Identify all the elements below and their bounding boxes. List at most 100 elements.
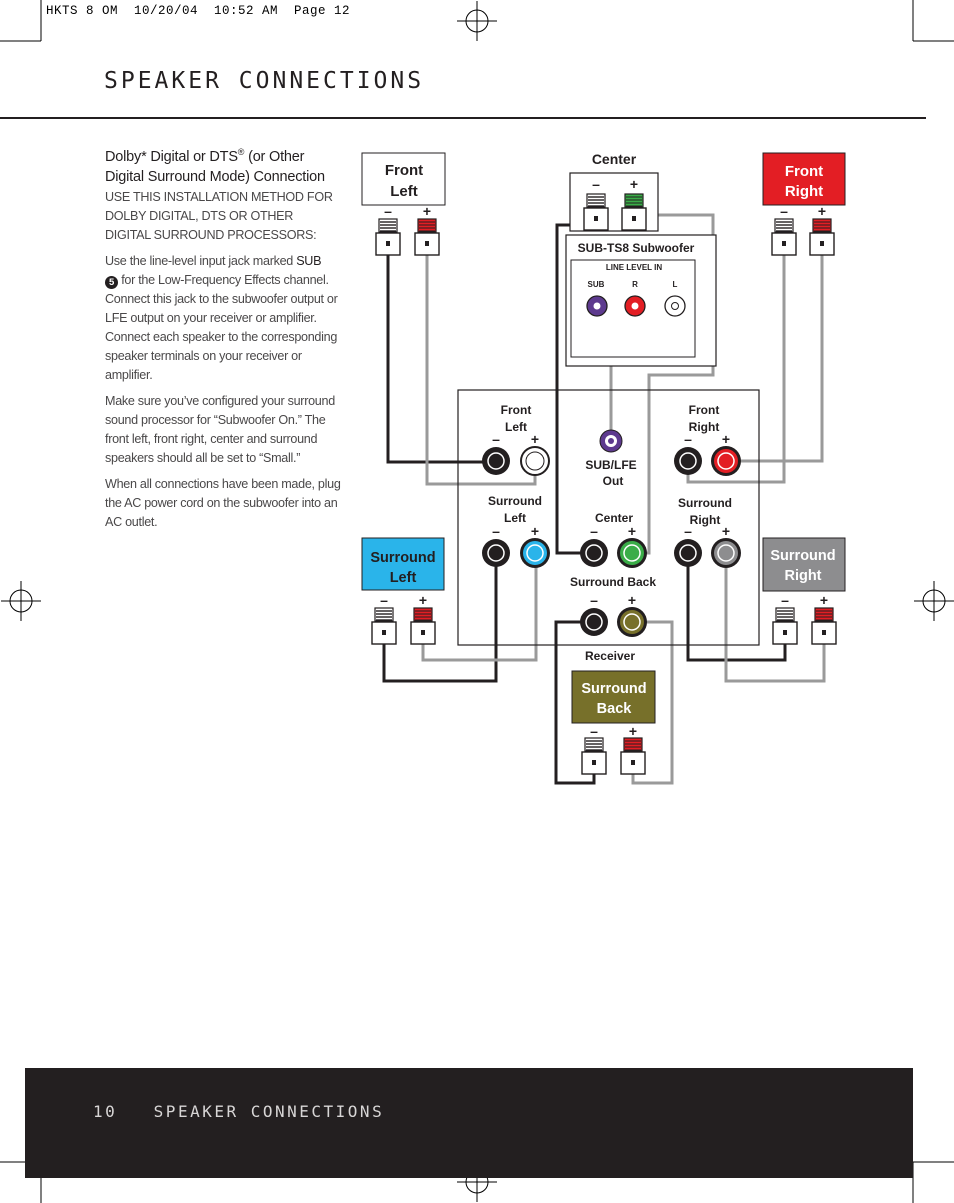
l-jack-label: L (673, 280, 678, 289)
front-right-positive-terminal (809, 218, 835, 256)
line-level-in-label: LINE LEVEL IN (606, 263, 663, 272)
r-jack-label: R (632, 280, 638, 289)
svg-text:+: + (820, 592, 828, 608)
registration-mark-left (0, 580, 42, 622)
svg-text:–: – (780, 203, 788, 219)
svg-text:+: + (630, 176, 638, 192)
receiver-surround-right-positive-jack (711, 538, 741, 568)
center-positive-terminal (621, 193, 647, 231)
footer-section: SPEAKER CONNECTIONS (153, 1102, 385, 1121)
receiver-center-negative-jack (580, 539, 608, 567)
page-number: 10 (93, 1102, 118, 1121)
surround-back-label-line2: Back (597, 701, 633, 717)
receiver-surround-left-negative-jack (482, 539, 510, 567)
svg-text:–: – (684, 431, 692, 447)
registered-mark: ® (237, 147, 245, 157)
surround-back-speaker-box (571, 670, 656, 724)
registration-mark-top (456, 0, 498, 42)
svg-text:–: – (492, 523, 500, 539)
footer-text: 10 SPEAKER CONNECTIONS (93, 1102, 384, 1121)
svg-text:–: – (384, 203, 392, 219)
svg-text:+: + (628, 592, 636, 608)
svg-text:–: – (781, 592, 789, 608)
svg-text:–: – (380, 592, 388, 608)
svg-text:–: – (590, 523, 598, 539)
section-heading: Dolby* Digital or DTS® (or Other Digital… (105, 147, 325, 185)
registration-mark-right (913, 580, 954, 622)
power-paragraph: When all connections have been made, plu… (105, 476, 341, 529)
front-right-speaker-box (762, 152, 846, 206)
svg-text:+: + (722, 431, 730, 447)
receiver-front-left-positive-jack (520, 446, 550, 476)
receiver-surround-back-negative-jack (580, 608, 608, 636)
speaker-wires (382, 213, 826, 785)
receiver-front-left-label-line2: Left (505, 420, 527, 434)
surround-left-label-line2: Left (390, 570, 417, 586)
front-right-label-line1: Front (785, 163, 823, 180)
receiver-front-left-negative-jack (482, 447, 510, 475)
intro-paragraph: USE THIS INSTALLATION METHOD FOR DOLBY D… (105, 189, 333, 242)
receiver-front-right-negative-jack (674, 447, 702, 475)
page-footer: 10 SPEAKER CONNECTIONS (25, 1068, 913, 1178)
surround-left-negative-terminal (371, 607, 397, 645)
receiver-sub-lfe-jack (599, 429, 623, 453)
surround-left-speaker-box (361, 537, 445, 591)
receiver-label: Receiver (585, 649, 635, 663)
polarity-marks: –+ –+ –+ –+ –+ –+ –+ –+ –+ –+ –+ –+ (380, 176, 828, 739)
surround-right-speaker-box (762, 537, 846, 592)
receiver-front-left-label-line1: Front (501, 403, 532, 417)
center-negative-terminal (583, 193, 609, 231)
surround-left-positive-terminal (410, 607, 436, 645)
surround-right-negative-terminal (772, 607, 798, 645)
surround-left-label-line1: Surround (370, 550, 435, 566)
surround-back-positive-terminal (620, 737, 646, 775)
receiver-front-right-label-line1: Front (689, 403, 720, 417)
body-text-column: Dolby* Digital or DTS® (or Other Digital… (105, 142, 341, 539)
receiver-center-positive-jack (617, 538, 647, 568)
svg-text:+: + (419, 592, 427, 608)
receiver-surround-back-label: Surround Back (570, 575, 656, 589)
svg-text:+: + (629, 723, 637, 739)
receiver-surround-left-label-line1: Surround (488, 494, 542, 508)
receiver-surround-back-positive-jack (617, 607, 647, 637)
svg-text:–: – (590, 723, 598, 739)
front-left-positive-terminal (414, 218, 440, 256)
svg-text:+: + (628, 523, 636, 539)
print-slug: HKTS 8 OM 10/20/04 10:52 AM Page 12 (46, 4, 351, 18)
receiver-surround-right-label-line1: Surround (678, 496, 732, 510)
svg-text:+: + (531, 431, 539, 447)
svg-text:–: – (492, 431, 500, 447)
front-right-negative-terminal (771, 218, 797, 256)
receiver-surround-left-positive-jack (520, 538, 550, 568)
sub-jack-label: SUB (588, 280, 605, 289)
page-title: SPEAKER CONNECTIONS (104, 68, 425, 94)
configuration-paragraph: Make sure you’ve configured your surroun… (105, 393, 335, 465)
receiver-box (457, 389, 760, 646)
title-rule (0, 117, 926, 119)
number-5-icon: 5 (105, 275, 118, 289)
receiver-center-label: Center (595, 511, 633, 525)
receiver-sub-lfe-label-line1: SUB/LFE (585, 458, 636, 472)
front-left-label-line1: Front (385, 162, 423, 179)
svg-text:–: – (592, 176, 600, 192)
surround-right-positive-terminal (811, 607, 837, 645)
receiver-surround-right-negative-jack (674, 539, 702, 567)
sub-jack-paragraph: Use the line-level input jack marked SUB… (105, 253, 338, 382)
surround-back-negative-terminal (581, 737, 607, 775)
surround-right-label-line2: Right (784, 568, 821, 584)
surround-right-label-line1: Surround (770, 548, 835, 564)
front-left-negative-terminal (375, 218, 401, 256)
svg-text:+: + (722, 523, 730, 539)
svg-text:–: – (590, 592, 598, 608)
surround-back-label-line1: Surround (581, 681, 646, 697)
svg-text:–: – (684, 523, 692, 539)
receiver-front-right-positive-jack (711, 446, 741, 476)
receiver-surround-right-label-line2: Right (690, 513, 721, 527)
front-left-speaker-box (361, 152, 446, 206)
subwoofer-title: SUB-TS8 Subwoofer (578, 241, 695, 255)
receiver-front-right-label-line2: Right (689, 420, 720, 434)
svg-text:+: + (531, 523, 539, 539)
receiver-surround-left-label-line2: Left (504, 511, 526, 525)
receiver-sub-lfe-label-line2: Out (603, 474, 624, 488)
front-right-label-line2: Right (785, 183, 823, 200)
